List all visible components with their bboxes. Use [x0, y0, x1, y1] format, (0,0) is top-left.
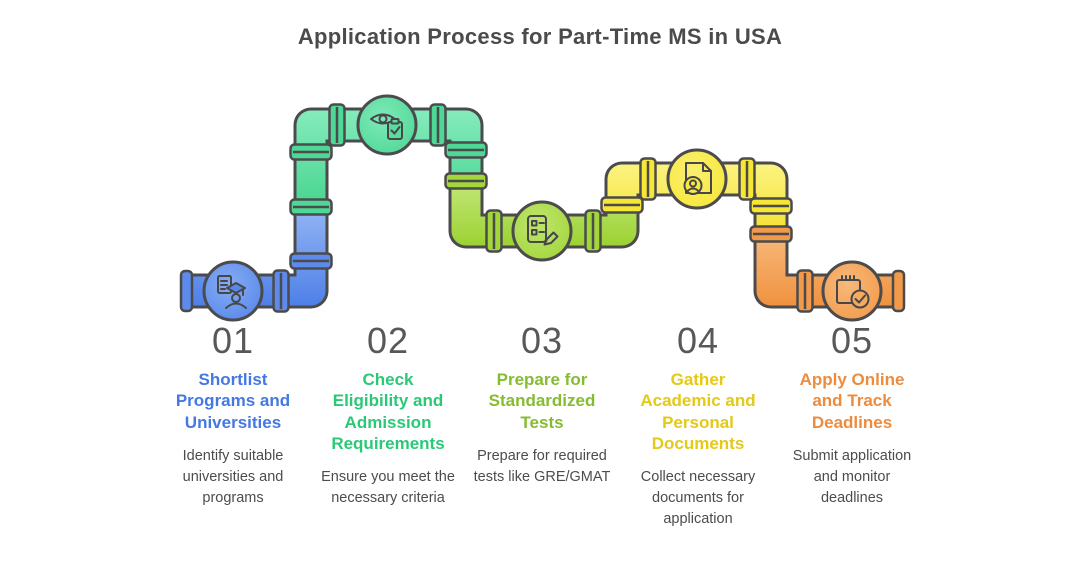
step-description: Collect necessary documents for applicat… [640, 469, 756, 528]
step-description: Prepare for required tests like GRE/GMAT [473, 448, 611, 486]
step-description: Identify suitable universities and progr… [182, 448, 284, 507]
pipe-end-cap [891, 269, 906, 313]
eye-clipboard-check-icon [370, 113, 403, 140]
checklist-pencil-icon [527, 215, 559, 246]
page-title: Application Process for Part-Time MS in … [297, 24, 783, 49]
step-title: Shortlist Programs and Universities [175, 369, 291, 432]
step-5-node [821, 260, 883, 322]
step-column-4: 04 Gather Academic and Personal Document… [613, 322, 783, 530]
step-number: 01 [211, 320, 255, 361]
graduation-document-icon [217, 275, 247, 309]
pipe-start-cap [179, 269, 194, 313]
step-column-1: 01 Shortlist Programs and Universities I… [148, 322, 318, 509]
step-column-2: 02 Check Eligibility and Admission Requi… [303, 322, 473, 509]
step-title: Gather Academic and Personal Documents [640, 369, 756, 454]
step-title: Prepare for Standardized Tests [488, 369, 596, 432]
step-title: Check Eligibility and Admission Requirem… [331, 369, 445, 454]
document-person-icon [683, 162, 712, 195]
pipe-end-caps [179, 269, 906, 313]
pipe-flanges [272, 103, 814, 313]
step-column-3: 03 Prepare for Standardized Tests Prepar… [457, 322, 627, 488]
step-description: Ensure you meet the necessary criteria [321, 469, 455, 507]
step-number: 05 [830, 320, 874, 361]
step-title: Apply Online and Track Deadlines [799, 369, 905, 432]
step-description: Submit application and monitor deadlines [792, 448, 912, 507]
step-number: 03 [520, 320, 564, 361]
step-column-5: 05 Apply Online and Track Deadlines Subm… [767, 322, 937, 509]
notepad-check-icon [836, 275, 870, 309]
step-number: 04 [676, 320, 720, 361]
step-number: 02 [366, 320, 410, 361]
